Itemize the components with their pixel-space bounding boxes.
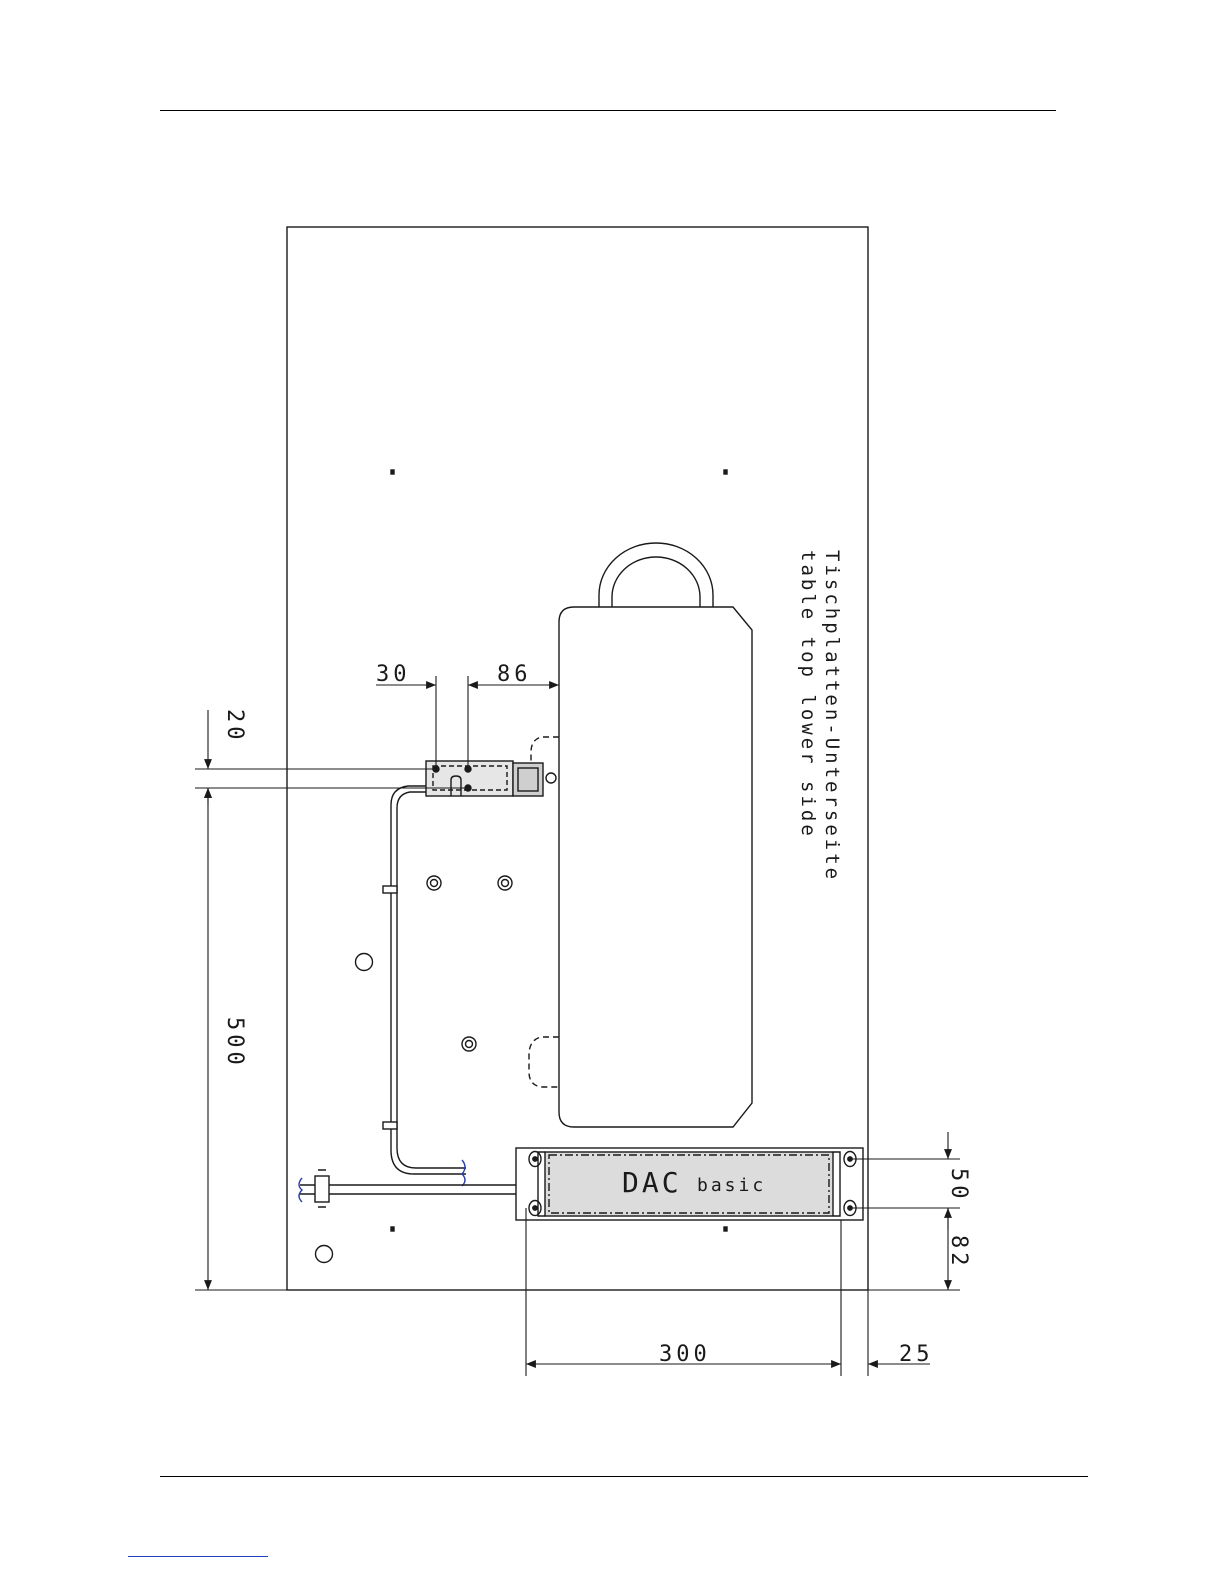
- screw-hole: [427, 876, 441, 890]
- dim-25-label: 25: [899, 1342, 934, 1367]
- keyhole-center: [533, 1206, 537, 1210]
- dim-300-label: 300: [659, 1342, 711, 1367]
- screw-hole: [466, 1041, 473, 1048]
- mount-mark: [391, 1227, 394, 1231]
- control-box-label-sub: basic: [697, 1175, 766, 1196]
- motor-pin: [546, 773, 556, 783]
- drawer-body: [559, 607, 752, 1127]
- hole: [316, 1246, 333, 1263]
- control-box-label-main: DAC: [622, 1166, 682, 1199]
- mount-mark: [391, 470, 394, 474]
- dim-500-label: 500: [222, 1017, 247, 1069]
- screw-hole: [498, 876, 512, 890]
- drawer-handle-inner: [612, 557, 700, 607]
- sensor-cable: [391, 786, 466, 1174]
- keyhole-center: [533, 1157, 537, 1161]
- power-cable: [300, 1185, 545, 1194]
- dim-50-label: 50: [946, 1168, 971, 1203]
- screw-hole: [502, 880, 509, 887]
- cable-clip: [383, 886, 397, 893]
- mount-mark: [724, 470, 727, 474]
- caption-german: Tischplatten-Unterseite: [821, 550, 843, 882]
- screw-hole: [431, 880, 438, 887]
- screw-hole: [462, 1037, 476, 1051]
- sensor-cable-inner: [397, 792, 466, 1168]
- cable-clip: [383, 1122, 397, 1129]
- cable-end-cut: [462, 1160, 465, 1186]
- power-cable-end: [299, 1178, 302, 1202]
- table-top-outline: [287, 227, 868, 1290]
- mount-mark: [724, 1227, 727, 1231]
- dim-30-label: 30: [376, 662, 411, 687]
- caption-english: table top lower side: [797, 550, 819, 839]
- drawer-bracket-dashed: [529, 1037, 559, 1087]
- control-box-body: [545, 1152, 833, 1216]
- dim-86-label: 86: [497, 662, 532, 687]
- hole: [356, 954, 373, 971]
- strain-relief: [315, 1176, 329, 1202]
- drawer-handle: [599, 543, 713, 607]
- dim-82-label: 82: [946, 1235, 971, 1270]
- dim-20-label: 20: [222, 709, 247, 744]
